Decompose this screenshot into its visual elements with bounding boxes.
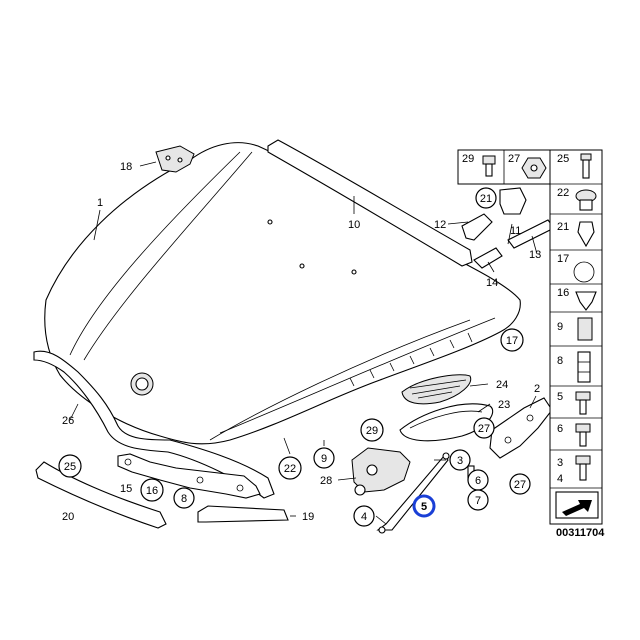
diagram-code: 00311704 — [556, 527, 605, 539]
o-ring-icon — [573, 261, 595, 283]
gas-strut-5[interactable] — [376, 452, 450, 534]
svg-text:16: 16 — [146, 485, 158, 497]
callout-6[interactable]: 6 — [467, 469, 489, 491]
top-parts-box: 29 27 — [457, 149, 551, 185]
side-label-22: 22 — [557, 187, 569, 199]
callout-27a[interactable]: 27 — [473, 417, 495, 439]
screw-icon — [580, 153, 592, 179]
clip-icon — [575, 291, 597, 311]
bracket-11[interactable] — [499, 187, 527, 215]
callout-14[interactable]: 14 — [486, 277, 498, 289]
callout-3[interactable]: 3 — [449, 449, 471, 471]
svg-text:7: 7 — [475, 495, 481, 507]
svg-text:17: 17 — [506, 335, 518, 347]
callout-28[interactable]: 28 — [320, 475, 332, 487]
side-label-3: 3 — [557, 457, 563, 469]
callout-24[interactable]: 24 — [496, 379, 508, 391]
callout-8[interactable]: 8 — [173, 487, 195, 509]
callout-5-highlighted[interactable]: 5 — [412, 494, 436, 518]
bolt-icon — [575, 391, 591, 415]
callout-18[interactable]: 18 — [120, 161, 132, 173]
svg-text:8: 8 — [181, 493, 187, 505]
svg-text:9: 9 — [321, 453, 327, 465]
side-column: 25 22 21 17 16 9 8 5 6 3 4 — [549, 149, 603, 525]
side-label-6: 6 — [557, 423, 563, 435]
callout-15[interactable]: 15 — [120, 483, 132, 495]
side-label-8: 8 — [557, 355, 563, 367]
front-seal-strip[interactable] — [33, 350, 275, 499]
bolt-icon — [575, 455, 591, 481]
clip-icon — [577, 221, 595, 248]
svg-text:11: 11 — [510, 225, 521, 237]
grille-24[interactable] — [401, 374, 472, 405]
callout-25[interactable]: 25 — [58, 454, 82, 478]
callout-7[interactable]: 7 — [467, 489, 489, 511]
callout-16[interactable]: 16 — [140, 478, 164, 502]
side-label-16: 16 — [557, 287, 569, 299]
strip-10[interactable] — [267, 139, 473, 267]
bolt-icon — [575, 423, 591, 447]
svg-text:27: 27 — [478, 423, 490, 435]
svg-text:22: 22 — [284, 463, 296, 475]
callout-2[interactable]: 2 — [534, 383, 540, 395]
top-box-label-29: 29 — [462, 153, 474, 165]
svg-text:3: 3 — [457, 455, 463, 467]
callout-17[interactable]: 17 — [500, 328, 524, 352]
svg-text:29: 29 — [366, 425, 378, 437]
svg-text:27: 27 — [514, 479, 526, 491]
callout-13[interactable]: 13 — [529, 249, 541, 261]
callout-27b[interactable]: 27 — [509, 473, 531, 495]
bracket-15[interactable] — [117, 453, 261, 499]
callout-19[interactable]: 19 — [302, 511, 314, 523]
callout-9[interactable]: 9 — [313, 447, 335, 469]
hood-panel[interactable] — [44, 142, 521, 445]
side-label-4: 4 — [557, 473, 563, 485]
trim-strip-19[interactable] — [197, 505, 289, 523]
clip-18[interactable] — [155, 145, 195, 173]
side-label-9: 9 — [557, 321, 563, 333]
side-label-21: 21 — [557, 221, 569, 233]
side-label-17: 17 — [557, 253, 569, 265]
grommet-icon — [575, 189, 597, 211]
callout-23[interactable]: 23 — [498, 399, 510, 411]
callout-10[interactable]: 10 — [348, 219, 360, 231]
seal-12[interactable] — [461, 213, 493, 241]
screw-icon — [482, 155, 496, 177]
lock-28[interactable] — [351, 447, 411, 496]
svg-text:25: 25 — [64, 461, 76, 473]
frame-23[interactable] — [399, 403, 494, 442]
svg-text:5: 5 — [421, 501, 427, 513]
emblem-icon — [130, 372, 154, 396]
svg-text:21: 21 — [480, 193, 492, 205]
bumper-icon — [577, 351, 591, 383]
side-label-5: 5 — [557, 391, 563, 403]
callout-4[interactable]: 4 — [353, 505, 375, 527]
seal-14[interactable] — [473, 247, 503, 269]
top-box-label-27: 27 — [508, 153, 520, 165]
callout-11a[interactable]: 11 — [510, 225, 521, 237]
callout-22[interactable]: 22 — [278, 456, 302, 480]
side-label-25: 25 — [557, 153, 569, 165]
bracket-icon — [577, 317, 593, 341]
svg-text:4: 4 — [361, 511, 367, 523]
callout-1[interactable]: 1 — [97, 197, 103, 209]
callout-12[interactable]: 12 — [434, 219, 446, 231]
leader-lines — [69, 161, 538, 525]
callout-29[interactable]: 29 — [360, 418, 384, 442]
callout-20[interactable]: 20 — [62, 511, 74, 523]
nut-icon — [521, 157, 547, 179]
hinge-2[interactable] — [489, 397, 553, 459]
callout-26[interactable]: 26 — [62, 415, 74, 427]
arrow-icon — [555, 491, 599, 519]
callout-21a[interactable]: 21 — [475, 187, 497, 209]
svg-text:6: 6 — [475, 475, 481, 487]
